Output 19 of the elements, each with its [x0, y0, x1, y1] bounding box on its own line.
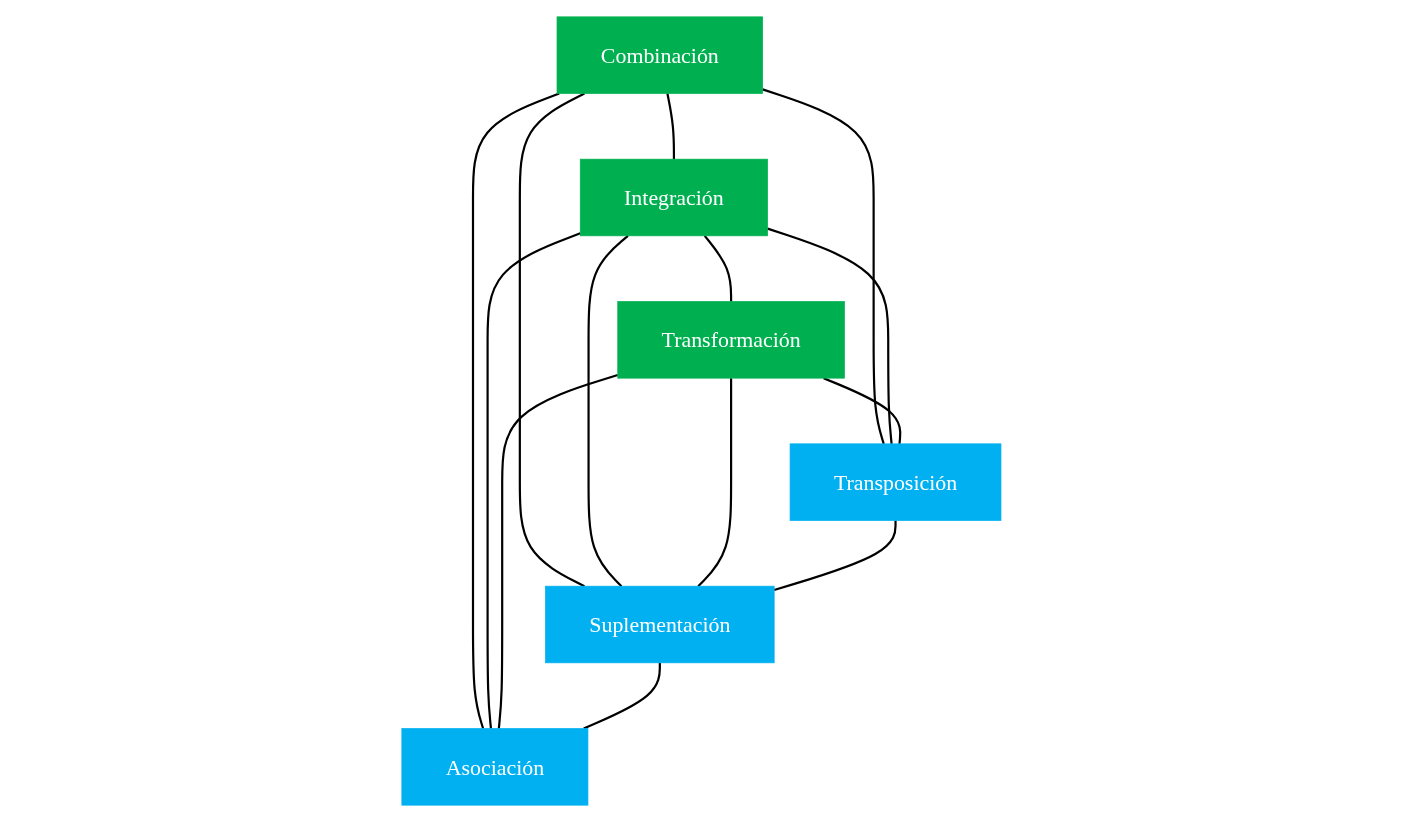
connector [766, 227, 893, 444]
connector [703, 234, 732, 301]
connector [761, 87, 885, 444]
connector [587, 234, 629, 587]
node-box: Integración [579, 158, 768, 236]
connector [665, 92, 675, 159]
connector [497, 373, 618, 729]
node-box: Transformación [617, 300, 845, 378]
connector [582, 662, 661, 730]
connector [773, 520, 897, 591]
connector [697, 377, 732, 587]
node-box: Transposición [789, 443, 1001, 521]
node-box: Asociación [401, 727, 588, 806]
connector [518, 92, 585, 587]
connector [471, 91, 560, 729]
connector [822, 376, 901, 444]
node-box: Suplementación [544, 585, 775, 663]
node-box: Combinación [556, 15, 763, 94]
connector [486, 231, 581, 729]
